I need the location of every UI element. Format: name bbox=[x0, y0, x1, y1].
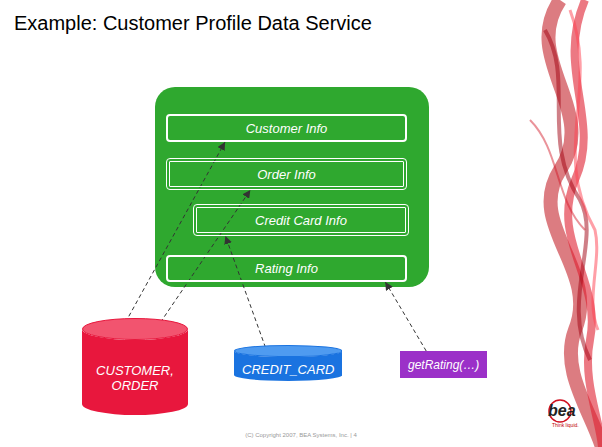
node-label: Credit Card Info bbox=[255, 213, 347, 228]
service-background bbox=[155, 87, 429, 287]
node-label: Rating Info bbox=[255, 261, 318, 276]
copyright-note: (C) Copyright 2007, BEA Systems, Inc. | … bbox=[0, 432, 602, 438]
node-label: Order Info bbox=[257, 167, 316, 182]
node-label: CUSTOMER, ORDER bbox=[92, 363, 178, 393]
info-section: Order Info bbox=[166, 158, 407, 190]
info-section: Rating Info bbox=[166, 255, 407, 282]
logo-tagline: Think liquid. bbox=[552, 422, 579, 428]
function-box: getRating(…) bbox=[400, 351, 487, 378]
info-section: Credit Card Info bbox=[193, 204, 409, 236]
node-label: CREDIT_CARD bbox=[242, 362, 334, 377]
info-section: Customer Info bbox=[166, 114, 407, 142]
logo-text: bea bbox=[548, 402, 576, 420]
data-service-box: Customer InfoOrder InfoCredit Card InfoR… bbox=[155, 87, 429, 287]
node-label: Customer Info bbox=[246, 121, 328, 136]
slide-title: Example: Customer Profile Data Service bbox=[14, 12, 372, 35]
red-swirl bbox=[530, 0, 602, 447]
dashed-arrow bbox=[225, 236, 265, 347]
database-cylinder: CREDIT_CARD bbox=[234, 345, 342, 381]
dashed-arrow bbox=[385, 282, 426, 351]
database-cylinder: CUSTOMER, ORDER bbox=[82, 318, 188, 415]
node-label: getRating(…) bbox=[408, 358, 479, 372]
